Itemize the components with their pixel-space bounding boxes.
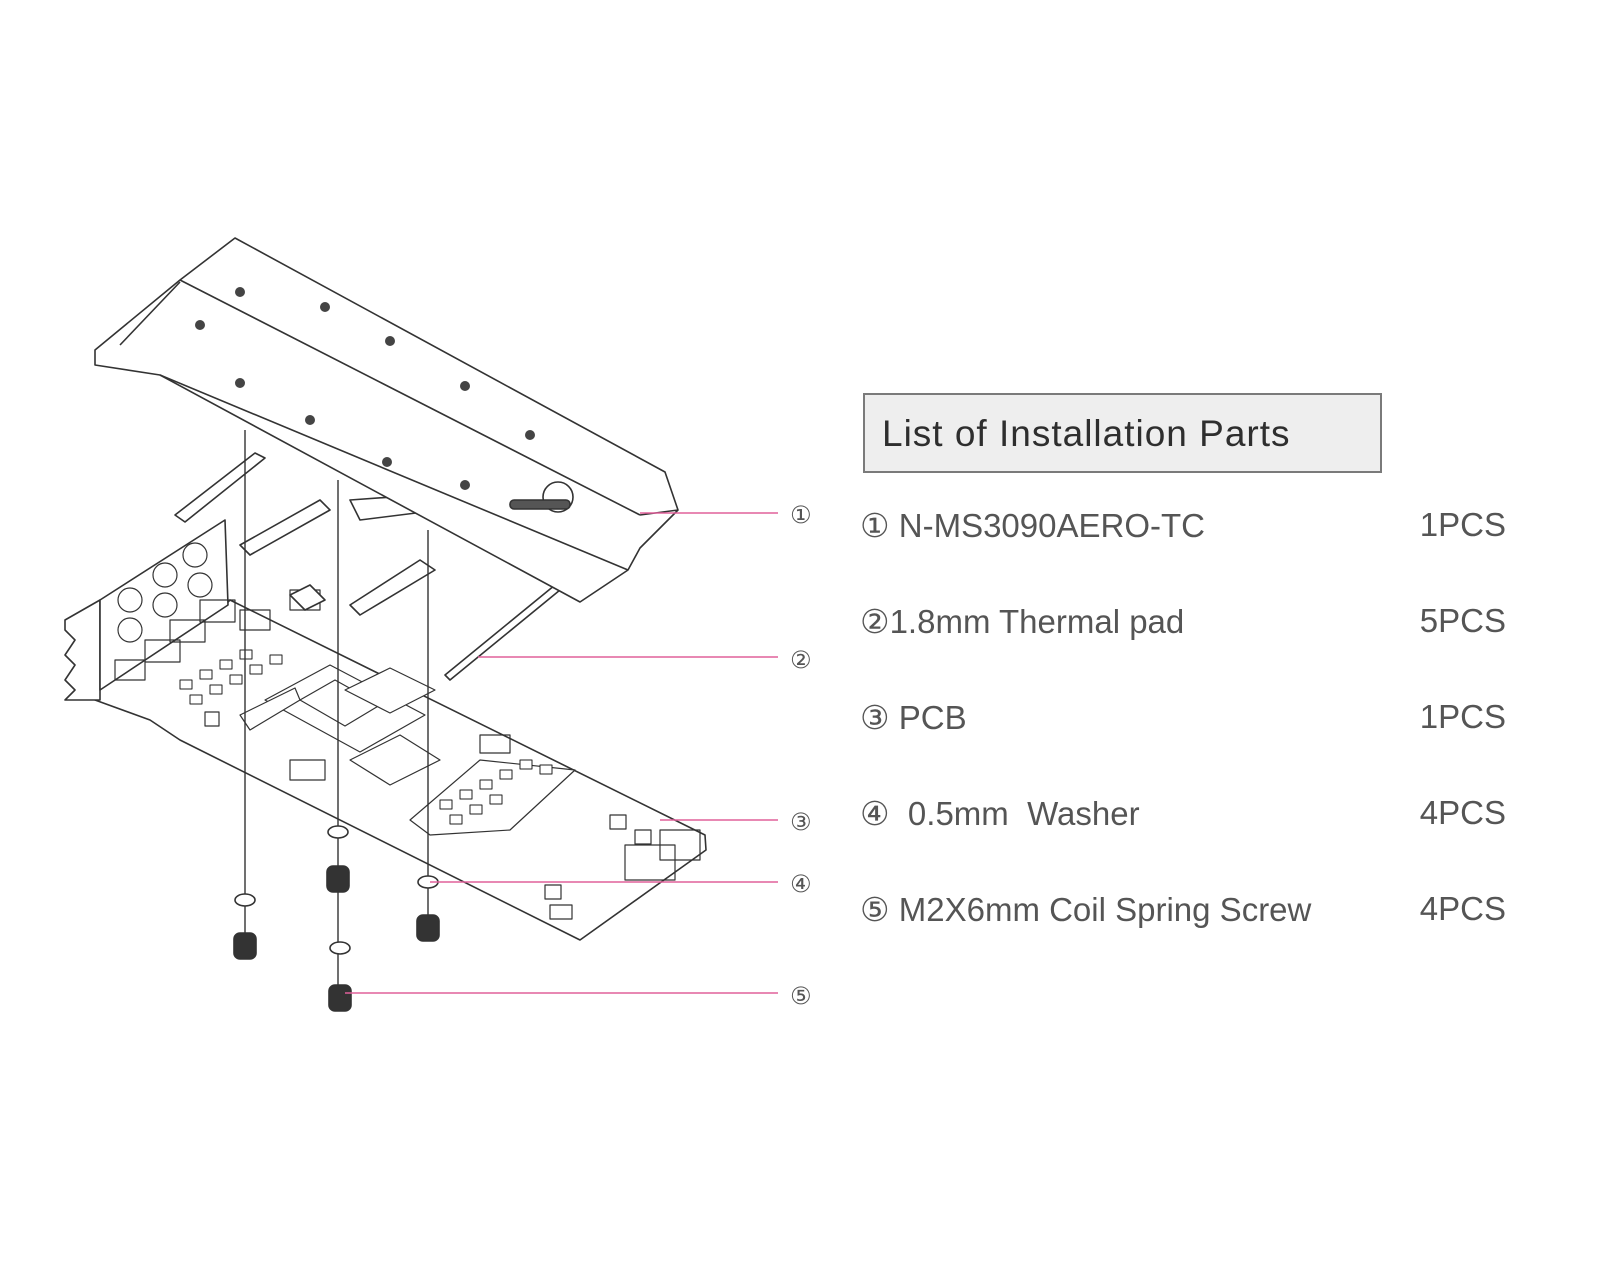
part-row: ④ 0.5mm Washer 4PCS xyxy=(860,794,1506,838)
callout-1: ① xyxy=(790,501,812,529)
pcb xyxy=(64,519,707,941)
part-name: ③ PCB xyxy=(860,699,967,736)
part-row: ① N-MS3090AERO-TC 1PCS xyxy=(860,506,1506,550)
part-qty: 1PCS xyxy=(1419,698,1506,735)
part-row: ②1.8mm Thermal pad 5PCS xyxy=(860,602,1506,646)
callout-5: ⑤ xyxy=(790,982,812,1010)
part-qty: 4PCS xyxy=(1419,890,1506,927)
part-qty: 4PCS xyxy=(1419,794,1506,831)
part-row: ③ PCB 1PCS xyxy=(860,698,1506,742)
thermal-pads xyxy=(174,452,561,681)
part-name: ②1.8mm Thermal pad xyxy=(860,603,1185,640)
callout-2: ② xyxy=(790,646,812,674)
parts-list-title: List of Installation Parts xyxy=(882,413,1291,454)
pcb-components xyxy=(179,649,553,825)
part-qty: 5PCS xyxy=(1419,602,1506,639)
part-name: ④ 0.5mm Washer xyxy=(860,795,1140,832)
leader-lines xyxy=(345,512,778,994)
coil-spring-screws xyxy=(233,865,440,1012)
parts-list-title-box: List of Installation Parts xyxy=(863,393,1382,473)
part-name: ⑤ M2X6mm Coil Spring Screw xyxy=(860,891,1312,928)
waterblock xyxy=(94,237,679,603)
callout-3: ③ xyxy=(790,808,812,836)
part-row: ⑤ M2X6mm Coil Spring Screw 4PCS xyxy=(860,890,1506,934)
screw-axes xyxy=(244,430,429,1005)
part-name: ① N-MS3090AERO-TC xyxy=(860,507,1205,544)
callout-4: ④ xyxy=(790,870,812,898)
screw-holes xyxy=(195,287,535,490)
washers xyxy=(234,825,439,955)
part-qty: 1PCS xyxy=(1419,506,1506,543)
